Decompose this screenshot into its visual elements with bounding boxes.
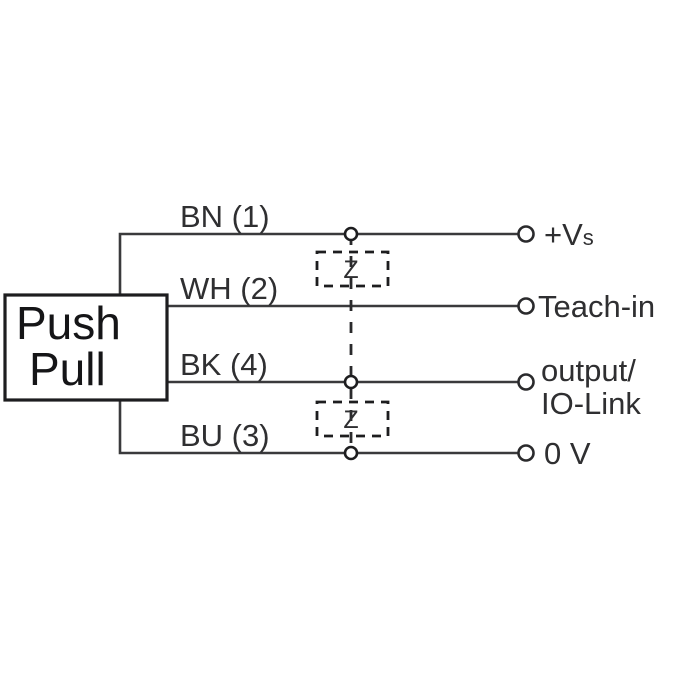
z-box-top-label: Z	[343, 256, 358, 284]
device-box-group: Push Pull	[3, 293, 169, 402]
device-box	[3, 293, 169, 402]
junction-node-bk	[343, 374, 359, 390]
z-box-bottom-group: Z	[315, 400, 390, 438]
wire-bn	[118, 232, 528, 297]
wire-bu	[118, 398, 528, 455]
terminal-dot-0v[interactable]	[517, 444, 535, 462]
terminal-dot-output-iolink[interactable]	[517, 373, 535, 391]
z-box-top	[315, 250, 390, 288]
device-label-line2: Pull	[29, 343, 106, 395]
z-box-top-group: Z	[315, 250, 390, 288]
terminal-label-iolink: IO-Link	[541, 386, 641, 421]
wire-label-wh: WH (2)	[180, 271, 278, 306]
terminal-label-vs: +Vs	[544, 217, 594, 252]
terminal-label-output: output/	[541, 353, 636, 388]
terminal-label-teach-in: Teach-in	[538, 289, 655, 324]
terminal-dot-teach-in[interactable]	[517, 297, 535, 315]
junction-node-bu	[343, 445, 359, 461]
z-box-bottom-label: Z	[343, 406, 358, 434]
wire-label-bu: BU (3)	[180, 418, 270, 453]
junction-node-bn	[343, 226, 359, 242]
wire-label-bk: BK (4)	[180, 347, 268, 382]
z-box-bottom	[315, 400, 390, 438]
terminal-label-0v: 0 V	[544, 436, 591, 471]
wire-label-bn: BN (1)	[180, 199, 270, 234]
device-label-line1: Push	[16, 297, 121, 349]
terminal-label-vs-sub: s	[583, 225, 594, 250]
wire-bn-path	[118, 232, 528, 297]
terminal-label-vs-main: +V	[544, 217, 583, 252]
terminal-dot-vs[interactable]	[517, 225, 535, 243]
wire-bu-path	[118, 398, 528, 455]
